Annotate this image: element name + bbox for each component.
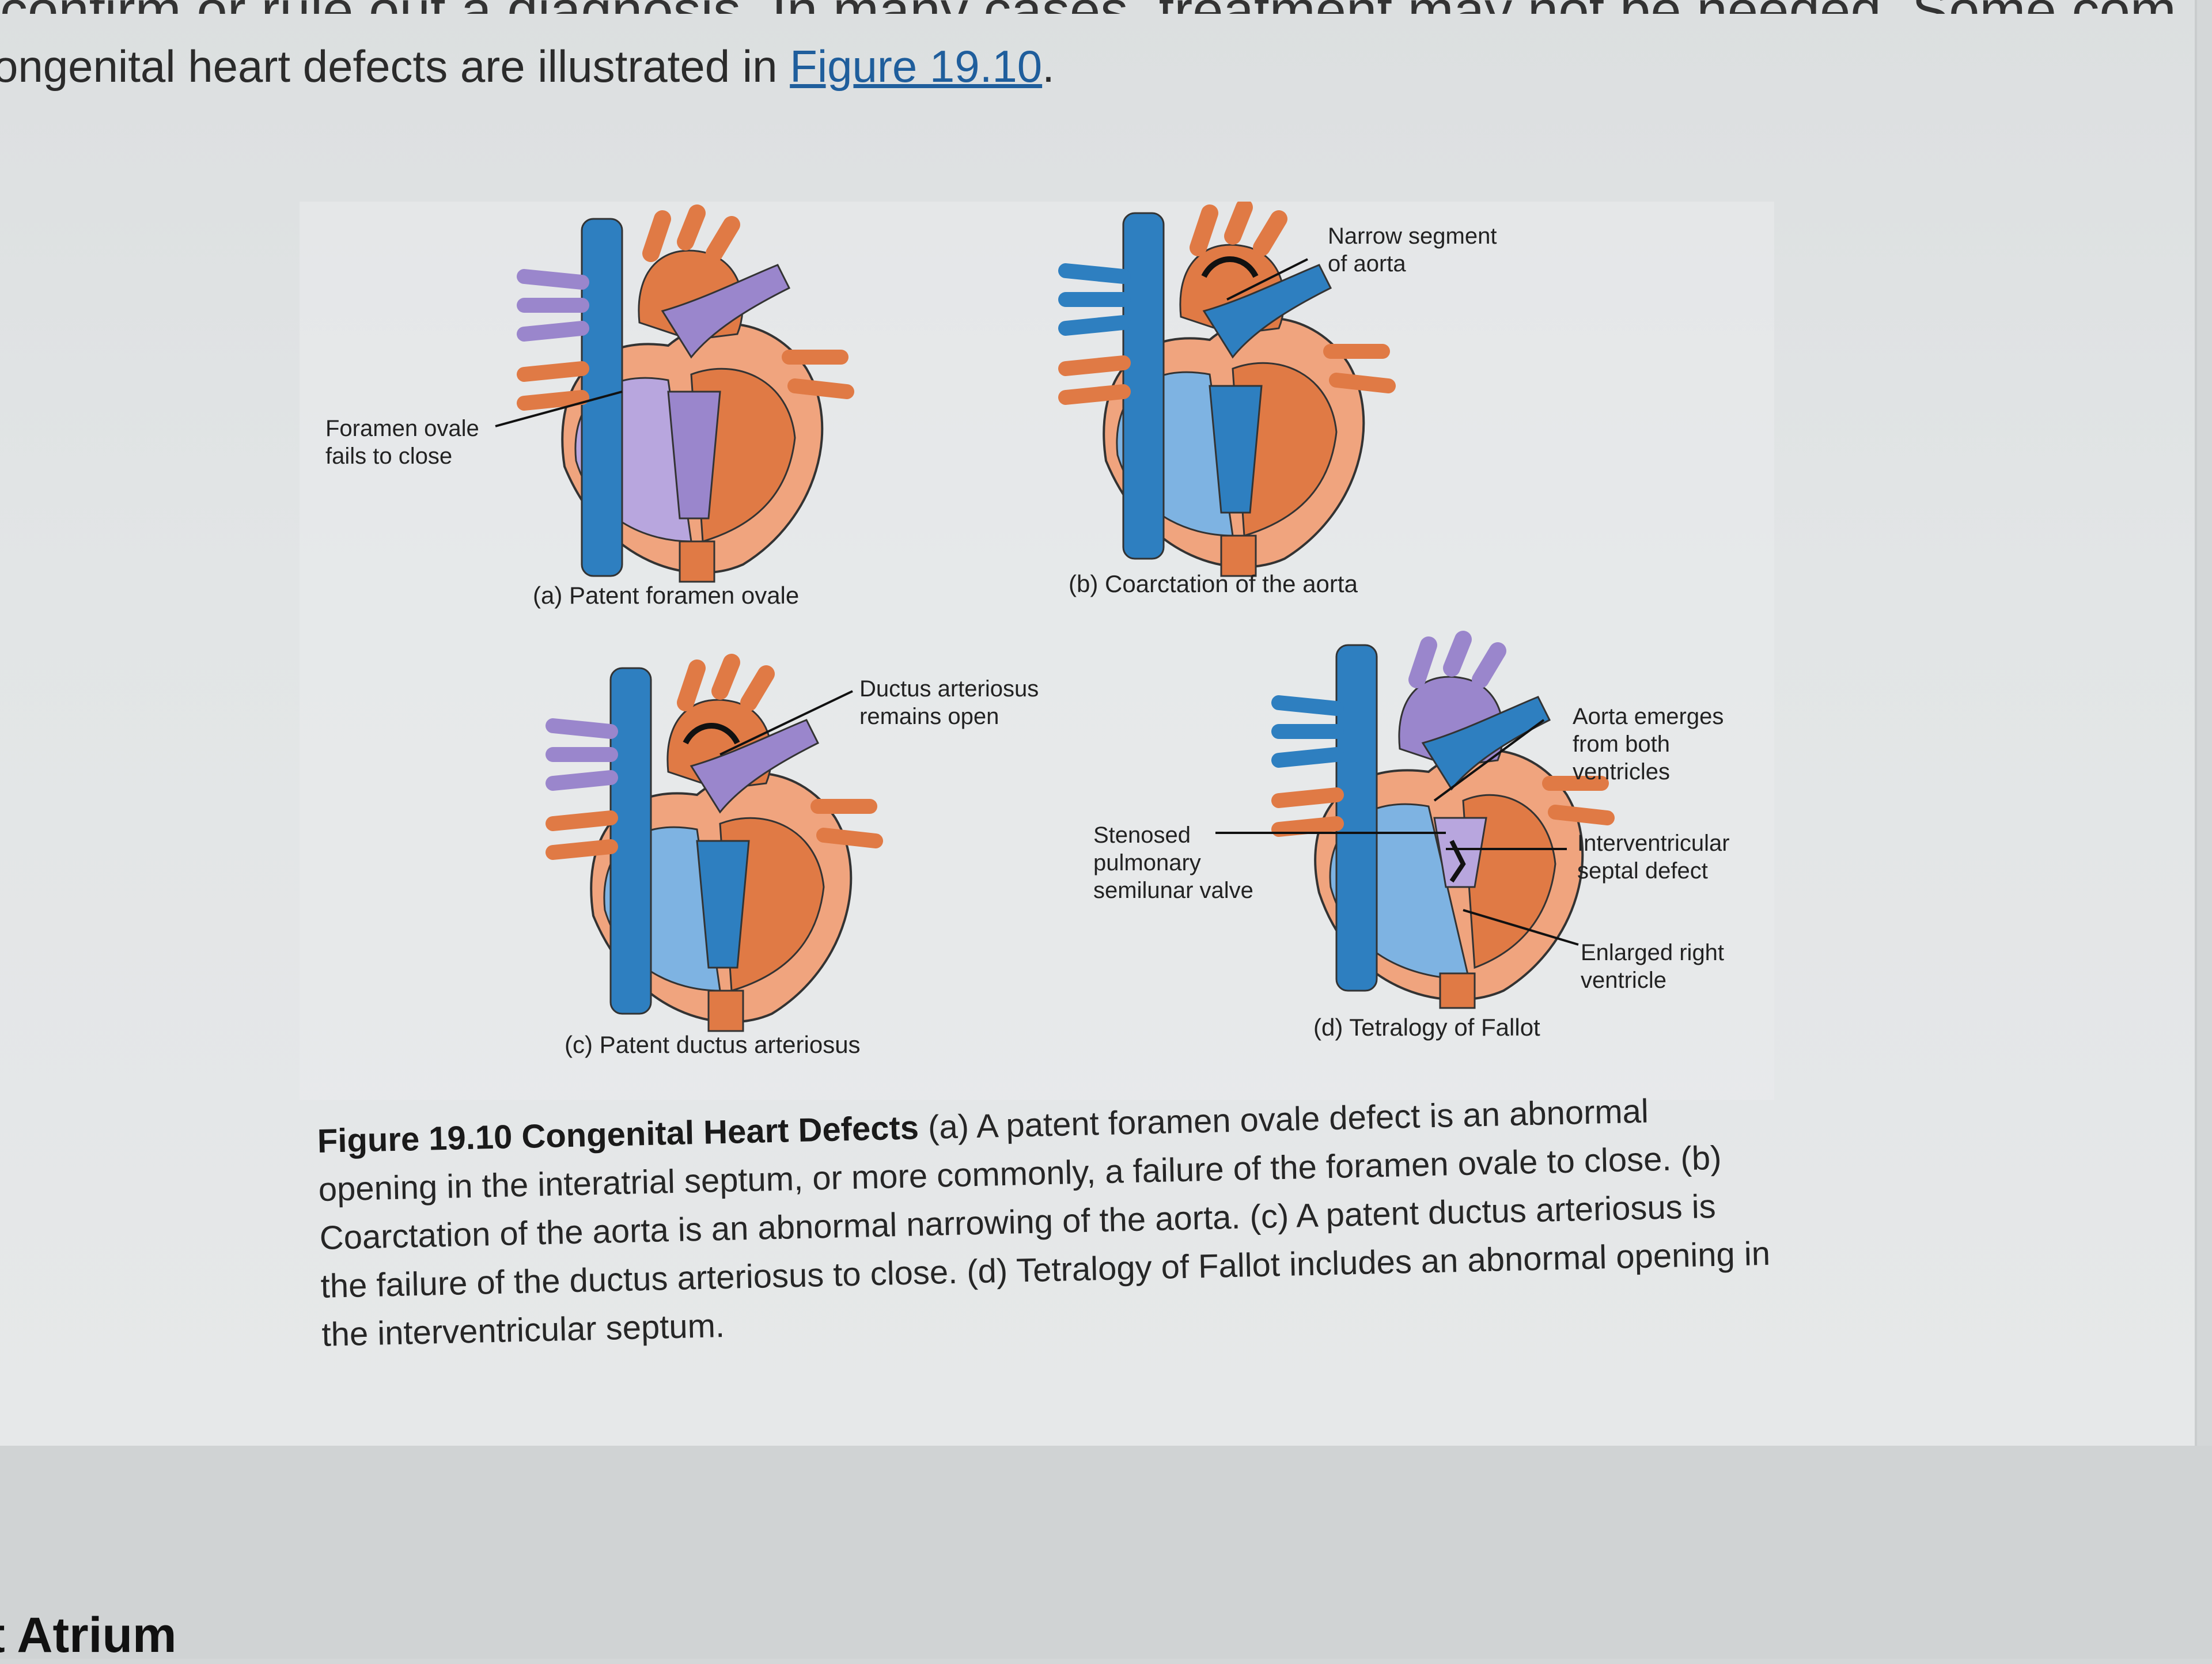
leader-lines — [495, 258, 1579, 946]
next-section-heading: t Atrium — [0, 1608, 177, 1663]
figure-19-10: Foramen ovale fails to close Narrow segm… — [300, 202, 1774, 1100]
page-background — [0, 1446, 2212, 1659]
intro-sentence: ongenital heart defects are illustrated … — [0, 40, 1055, 93]
heart-b-illustration — [1058, 202, 1396, 577]
figure-link[interactable]: Figure 19.10 — [790, 41, 1043, 92]
caption-b: (b) Coarctation of the aorta — [1069, 570, 1358, 597]
label-ductus-arteriosus: Ductus arteriosus remains open — [859, 676, 1039, 729]
caption-title: Figure 19.10 Congenital Heart Defects — [317, 1109, 919, 1160]
heart-c-illustration — [546, 654, 883, 1032]
textbook-page: confirm or rule out a diagnosis. In many… — [0, 0, 2197, 1446]
intro-period: . — [1042, 41, 1055, 92]
heart-diagrams — [300, 202, 1774, 1100]
label-aorta-emerges: Aorta emerges from both ventricles — [1573, 704, 1724, 784]
caption-d: (d) Tetralogy of Fallot — [1313, 1014, 1540, 1041]
label-foramen-ovale: Foramen ovale fails to close — [325, 416, 479, 469]
intro-text: ongenital heart defects are illustrated … — [0, 41, 790, 92]
heart-d-illustration — [1271, 631, 1615, 1009]
cut-off-text-line: confirm or rule out a diagnosis. In many… — [0, 0, 2212, 14]
caption-a: (a) Patent foramen ovale — [533, 582, 800, 609]
label-narrow-segment: Narrow segment of aorta — [1328, 223, 1497, 276]
caption-c: (c) Patent ductus arteriosus — [565, 1031, 861, 1058]
label-stenosed-valve: Stenosed pulmonary semilunar valve — [1093, 822, 1253, 903]
figure-caption: Figure 19.10 Congenital Heart Defects (a… — [317, 1085, 1774, 1359]
label-septal-defect: Interventricular septal defect — [1577, 831, 1730, 884]
label-enlarged-ventricle: Enlarged right ventricle — [1581, 940, 1725, 993]
